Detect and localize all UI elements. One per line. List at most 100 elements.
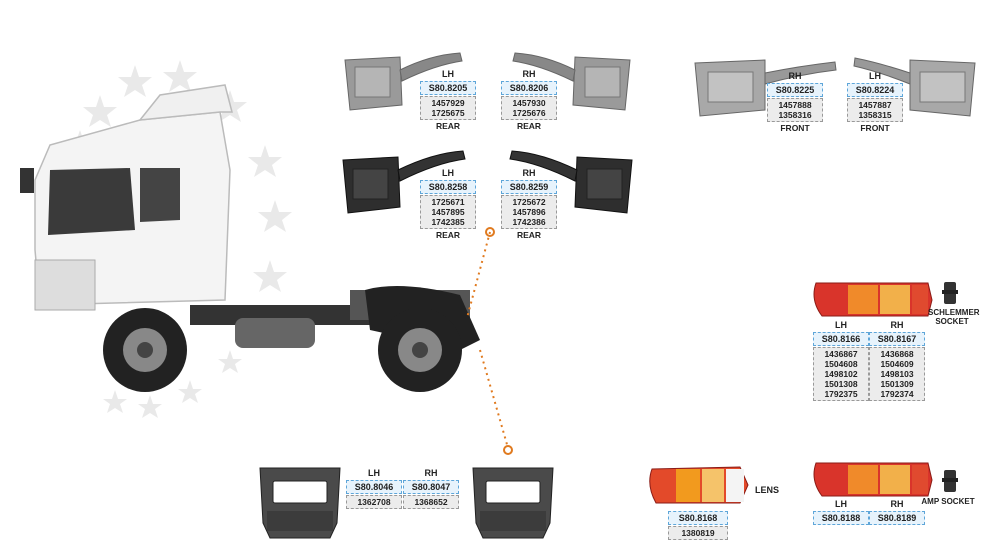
bracket-image-rear-upper-lh bbox=[344, 52, 463, 111]
part-code: S80.8259 bbox=[501, 180, 557, 194]
schlemmer-rh-block: RH S80.8167 1436868 1504609 1498103 1501… bbox=[869, 320, 925, 401]
oem-list: 1380819 bbox=[668, 526, 728, 540]
front-lh-block: LH S80.8224 1457887 1358315 FRONT bbox=[847, 71, 903, 133]
oem-list: 1457930 1725676 bbox=[501, 96, 557, 120]
tail-lamp-image-schlemmer bbox=[813, 282, 933, 317]
schlemmer-socket-icon bbox=[942, 282, 958, 304]
side-label: RH bbox=[522, 69, 536, 79]
part-code: S80.8167 bbox=[869, 332, 925, 346]
side-label: LH bbox=[442, 168, 454, 178]
oem-list: 1368652 bbox=[403, 495, 459, 509]
side-label: RH bbox=[424, 468, 438, 478]
amp-lh-block: LH S80.8188 bbox=[813, 499, 869, 526]
part-code: S80.8205 bbox=[420, 81, 476, 95]
part-code: S80.8206 bbox=[501, 81, 557, 95]
side-label: LH bbox=[835, 320, 847, 330]
oem-number: 1742386 bbox=[512, 217, 546, 227]
lens-image bbox=[649, 466, 749, 504]
rear-upper-rh-block: RH S80.8206 1457930 1725676 REAR bbox=[501, 69, 557, 131]
part-code: S80.8258 bbox=[420, 180, 476, 194]
oem-number: 1358315 bbox=[858, 110, 892, 120]
part-code: S80.8225 bbox=[767, 83, 823, 97]
position-label: REAR bbox=[516, 230, 542, 240]
schlemmer-lh-block: LH S80.8166 1436867 1504608 1498102 1501… bbox=[813, 320, 869, 401]
truck-illustration bbox=[20, 60, 480, 418]
oem-list: 1457888 1358316 bbox=[767, 98, 823, 122]
part-code: S80.8188 bbox=[813, 511, 869, 525]
oem-number: 1457896 bbox=[512, 207, 546, 217]
oem-number: 1436868 bbox=[880, 349, 914, 359]
side-label: RH bbox=[890, 320, 904, 330]
oem-number: 1725671 bbox=[431, 197, 465, 207]
oem-number: 1368652 bbox=[414, 497, 448, 507]
tail-lamp-image-amp bbox=[813, 462, 933, 497]
bracket-image-rear-lower-rh bbox=[509, 150, 633, 214]
schlemmer-socket-label: SCHLEMMER SOCKET bbox=[928, 308, 980, 326]
oem-list: 1725671 1457895 1742385 bbox=[420, 195, 476, 229]
lamp-holder-lh-block: LH S80.8046 1362708 bbox=[346, 468, 402, 509]
oem-list: 1362708 bbox=[346, 495, 402, 509]
oem-number: 1498103 bbox=[880, 369, 914, 379]
front-rh-block: RH S80.8225 1457888 1358316 FRONT bbox=[767, 71, 823, 133]
oem-number: 1457887 bbox=[858, 100, 892, 110]
part-code: S80.8168 bbox=[668, 511, 728, 525]
oem-number: 1498102 bbox=[824, 369, 858, 379]
lens-block: S80.8168 1380819 bbox=[668, 510, 728, 540]
bracket-image-rear-lower-lh bbox=[342, 150, 466, 214]
oem-number: 1457888 bbox=[778, 100, 812, 110]
oem-number: 1362708 bbox=[357, 497, 391, 507]
part-code: S80.8166 bbox=[813, 332, 869, 346]
oem-number: 1380819 bbox=[681, 528, 715, 538]
oem-number: 1792375 bbox=[824, 389, 858, 399]
position-label: REAR bbox=[435, 230, 461, 240]
oem-list: 1436867 1504608 1498102 1501308 1792375 bbox=[813, 347, 869, 401]
oem-number: 1501308 bbox=[824, 379, 858, 389]
oem-number: 1358316 bbox=[778, 110, 812, 120]
side-label: LH bbox=[835, 499, 847, 509]
oem-number: 1457895 bbox=[431, 207, 465, 217]
oem-number: 1457930 bbox=[512, 98, 546, 108]
oem-number: 1457929 bbox=[431, 98, 465, 108]
oem-number: 1725672 bbox=[512, 197, 546, 207]
oem-number: 1504608 bbox=[824, 359, 858, 369]
oem-number: 1792374 bbox=[880, 389, 914, 399]
side-label: RH bbox=[890, 499, 904, 509]
rear-lower-lh-block: LH S80.8258 1725671 1457895 1742385 REAR bbox=[420, 168, 476, 240]
lamp-holder-image-rh bbox=[472, 467, 554, 539]
oem-number: 1504609 bbox=[880, 359, 914, 369]
oem-list: 1436868 1504609 1498103 1501309 1792374 bbox=[869, 347, 925, 401]
oem-number: 1436867 bbox=[824, 349, 858, 359]
bracket-image-front-lh bbox=[853, 57, 976, 117]
bracket-image-rear-upper-rh bbox=[512, 52, 631, 111]
part-code: S80.8224 bbox=[847, 83, 903, 97]
amp-rh-block: RH S80.8189 bbox=[869, 499, 925, 526]
bracket-image-front-rh bbox=[694, 59, 837, 117]
side-label: LH bbox=[368, 468, 380, 478]
oem-number: 1725675 bbox=[431, 108, 465, 118]
position-label: REAR bbox=[435, 121, 461, 131]
oem-number: 1742385 bbox=[431, 217, 465, 227]
oem-number: 1725676 bbox=[512, 108, 546, 118]
lens-label: LENS bbox=[754, 485, 779, 495]
lamp-holder-rh-block: RH S80.8047 1368652 bbox=[403, 468, 459, 509]
position-label: FRONT bbox=[780, 123, 810, 133]
part-code: S80.8189 bbox=[869, 511, 925, 525]
amp-socket-icon bbox=[942, 470, 958, 492]
oem-list: 1725672 1457896 1742386 bbox=[501, 195, 557, 229]
side-label: LH bbox=[869, 71, 881, 81]
part-code: S80.8047 bbox=[403, 480, 459, 494]
oem-number: 1501309 bbox=[880, 379, 914, 389]
lamp-holder-image-lh bbox=[259, 467, 341, 539]
rear-lower-rh-block: RH S80.8259 1725672 1457896 1742386 REAR bbox=[501, 168, 557, 240]
side-label: RH bbox=[522, 168, 536, 178]
oem-list: 1457887 1358315 bbox=[847, 98, 903, 122]
side-label: LH bbox=[442, 69, 454, 79]
amp-socket-label: AMP SOCKET bbox=[921, 497, 975, 506]
position-label: REAR bbox=[516, 121, 542, 131]
part-code: S80.8046 bbox=[346, 480, 402, 494]
side-label: RH bbox=[788, 71, 802, 81]
rear-upper-lh-block: LH S80.8205 1457929 1725675 REAR bbox=[420, 69, 476, 131]
oem-list: 1457929 1725675 bbox=[420, 96, 476, 120]
position-label: FRONT bbox=[860, 123, 890, 133]
